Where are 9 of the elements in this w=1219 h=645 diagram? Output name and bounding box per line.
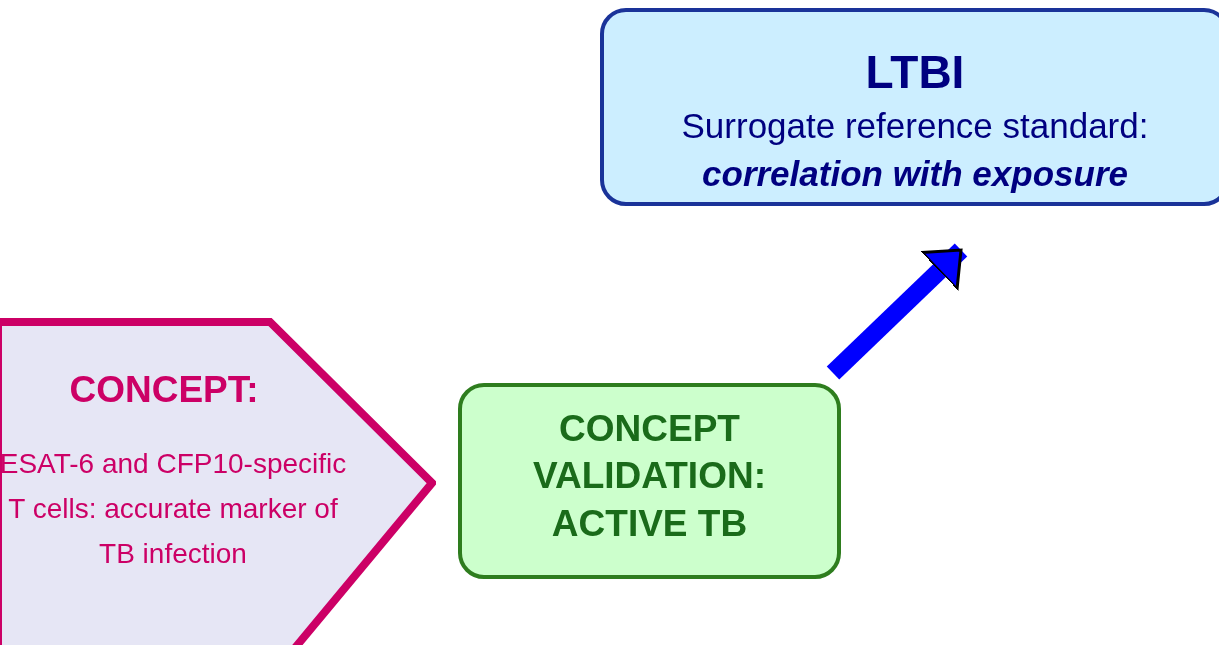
pentagon-shape bbox=[0, 318, 436, 645]
body-text: ESAT-6 and CFP10-specific T cells: accurate marker of TB infection bbox=[0, 447, 348, 571]
block-arrow bbox=[826, 243, 968, 380]
heading: CONCEPT: bbox=[68, 368, 260, 412]
rounded-box bbox=[600, 8, 1219, 206]
node-text: CONCEPT VALIDATION: ACTIVE TB bbox=[532, 407, 767, 546]
rounded-box bbox=[458, 383, 841, 579]
heading: LTBI bbox=[864, 45, 966, 100]
body-text: Surrogate reference standard: correlation with exposure bbox=[680, 105, 1150, 196]
